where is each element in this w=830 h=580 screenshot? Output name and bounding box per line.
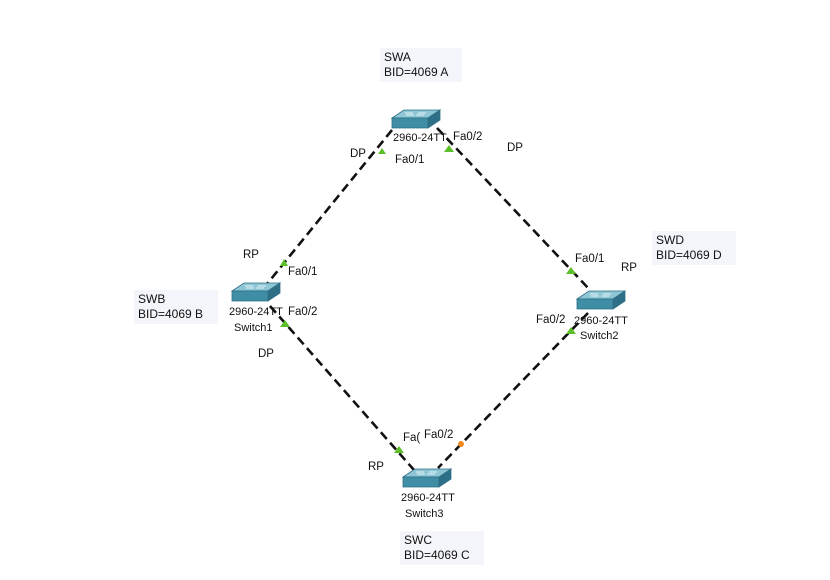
switch-name-swb: Switch1	[234, 322, 273, 334]
switch-model-swd: 2960-24TT	[574, 315, 628, 327]
note-swb-name: SWB	[138, 292, 166, 306]
link-a-d	[436, 127, 591, 291]
role-swa-fa02: DP	[507, 142, 523, 154]
port-status-swc-fa02-blocking	[458, 441, 464, 447]
port-label-swb-fa02: Fa0/2	[288, 306, 317, 318]
port-status-swa-fa01	[378, 148, 386, 154]
port-label-swc-fa02: Fa0/2	[424, 429, 453, 441]
switch-icon-swb[interactable]	[231, 282, 281, 302]
port-status-swd-fa02	[566, 327, 576, 334]
note-swa-bid: BID=4069 A	[384, 65, 449, 79]
note-swc-bid: BID=4069 C	[404, 548, 470, 562]
switch-icon-swa[interactable]	[391, 109, 441, 129]
port-label-swa-fa01: Fa0/1	[395, 154, 424, 166]
role-swd-fa01: RP	[621, 262, 637, 274]
link-b-c	[269, 305, 415, 471]
link-a-b	[265, 129, 394, 285]
port-label-swa-fa02: Fa0/2	[453, 131, 482, 143]
port-label-swc-fa0: Fa(	[403, 432, 420, 444]
switch-name-swd: Switch2	[580, 330, 619, 342]
note-swb: SWB BID=4069 B	[134, 290, 218, 324]
port-label-swd-fa01: Fa0/1	[575, 253, 604, 265]
port-label-swb-fa01: Fa0/1	[288, 266, 317, 278]
role-swb-fa01: RP	[243, 249, 259, 261]
port-status-swd-fa01	[566, 267, 576, 274]
note-swb-bid: BID=4069 B	[138, 307, 204, 321]
note-swc-name: SWC	[404, 533, 432, 547]
role-swc-fa0: RP	[368, 461, 384, 473]
switch-model-swa: 2960-24TT	[393, 132, 447, 144]
role-swb-fa02: DP	[258, 348, 274, 360]
note-swa: SWA BID=4069 A	[380, 48, 462, 82]
link-d-c	[437, 312, 589, 469]
switch-name-swc: Switch3	[405, 508, 444, 520]
port-status-swb-fa01	[280, 259, 288, 266]
note-swd: SWD BID=4069 D	[652, 231, 736, 265]
port-status-swc-fa0	[394, 446, 404, 453]
switch-model-swb: 2960-24TT	[229, 306, 283, 318]
note-swc: SWC BID=4069 C	[400, 531, 484, 565]
note-swa-name: SWA	[384, 50, 411, 64]
switch-icon-swd[interactable]	[576, 290, 626, 310]
port-status-swb-fa02	[280, 320, 290, 327]
port-label-swd-fa02: Fa0/2	[536, 314, 565, 326]
switch-model-swc: 2960-24TT	[401, 492, 455, 504]
note-swd-bid: BID=4069 D	[656, 248, 722, 262]
port-status-swa-fa02	[444, 145, 454, 152]
note-swd-name: SWD	[656, 233, 684, 247]
switch-icon-swc[interactable]	[402, 468, 452, 488]
role-swa-fa01: DP	[350, 148, 366, 160]
